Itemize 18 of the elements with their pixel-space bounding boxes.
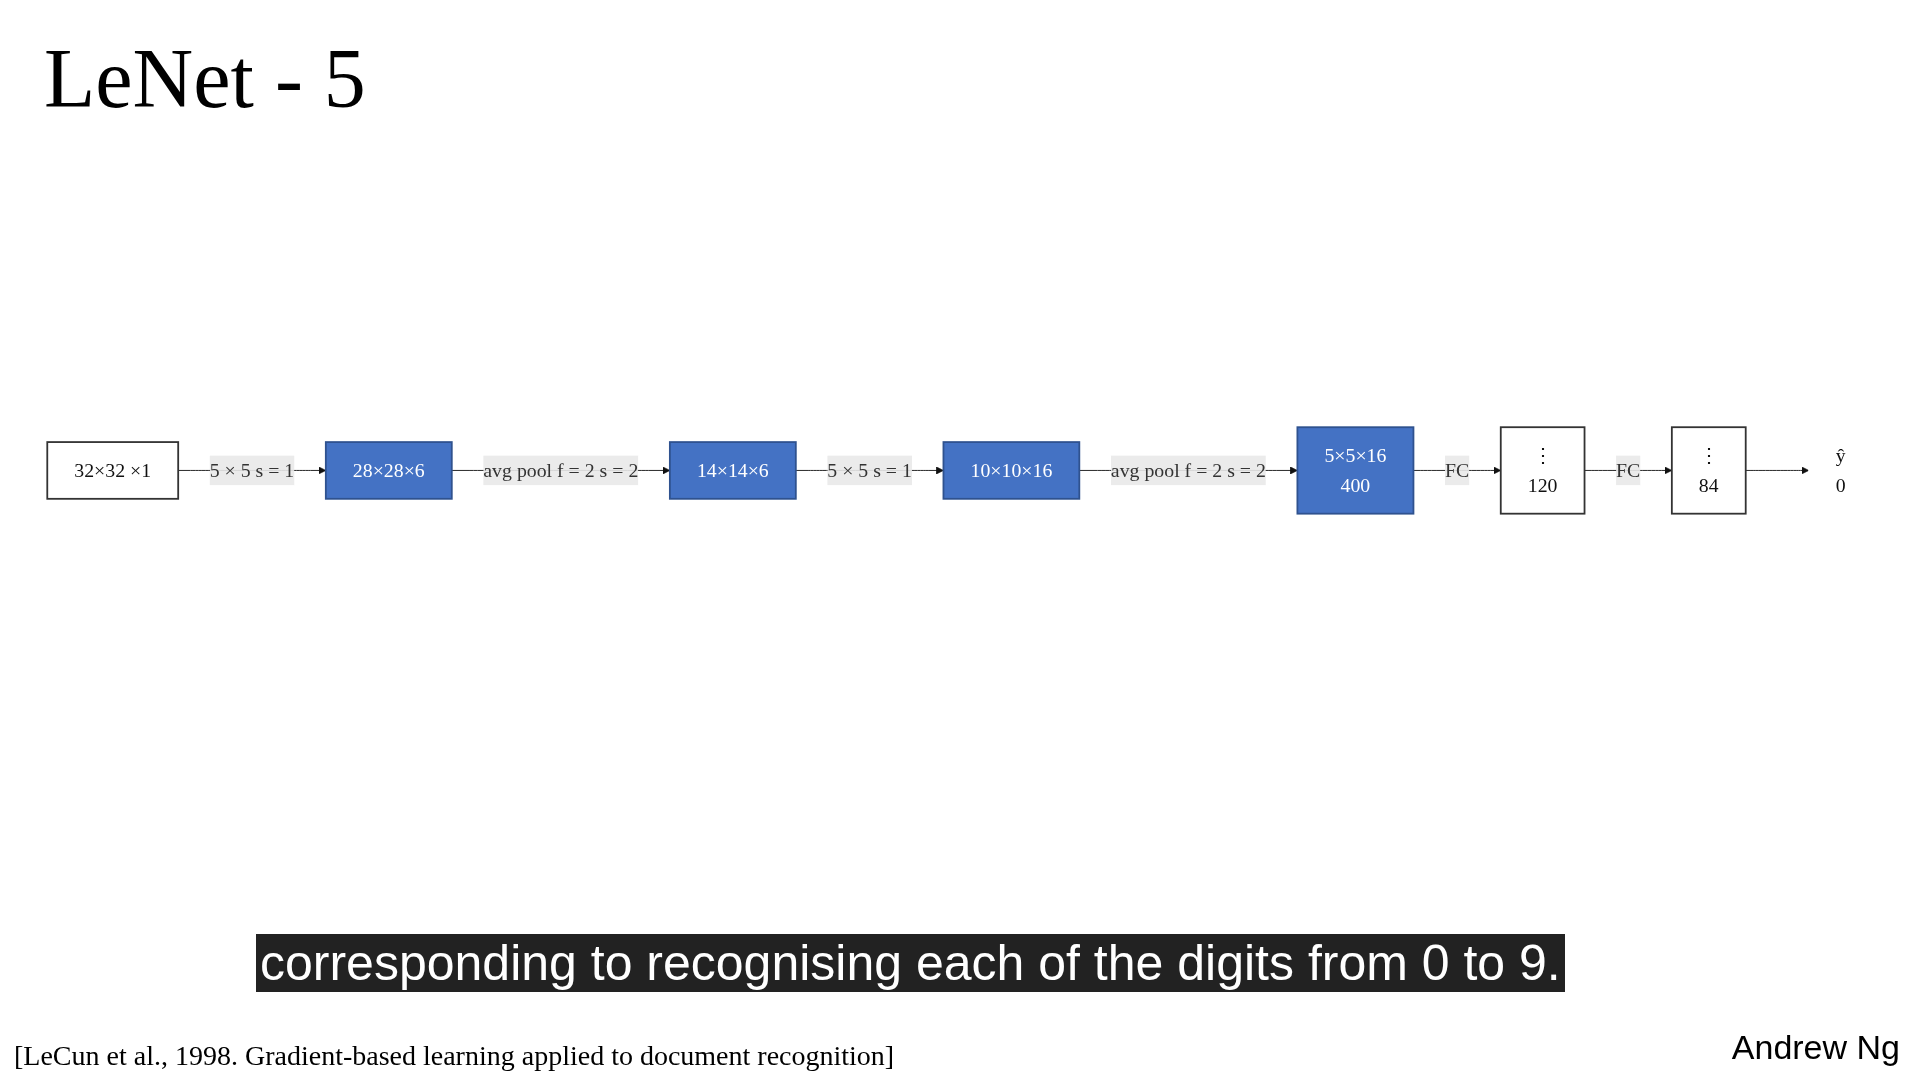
node-box: 28×28×6 xyxy=(324,440,453,500)
edge-label: avg pool f = 2 s = 2 xyxy=(483,458,639,482)
title: LeNet - 5 xyxy=(44,31,366,127)
edge-label: avg pool f = 2 s = 2 xyxy=(1110,458,1266,482)
author-name: Andrew Ng xyxy=(1731,1028,1900,1067)
node-box: 32×32 ×1 xyxy=(46,440,180,500)
edge-label: FC xyxy=(1616,458,1641,482)
node-box: 5×5×16 400 xyxy=(1296,425,1415,515)
edge-label: 5 × 5 s = 1 xyxy=(827,458,912,482)
node-box: 10×10×16 xyxy=(942,440,1081,500)
edge-label: FC xyxy=(1444,458,1470,482)
citation: [LeCun et al., 1998. Gradient-based learning applied to document recognition] xyxy=(14,1040,895,1072)
node-box: ⋮ 84 xyxy=(1670,425,1747,515)
edge-label: 5 × 5 s = 1 xyxy=(209,458,295,482)
node-text: ŷ 0 xyxy=(1835,443,1846,497)
subtitle-caption: corresponding to recognising each of the digits from 0 to 9. xyxy=(256,934,1565,992)
node-box: 14×14×6 xyxy=(668,440,797,500)
node-box: ⋮ 120 xyxy=(1499,425,1586,515)
